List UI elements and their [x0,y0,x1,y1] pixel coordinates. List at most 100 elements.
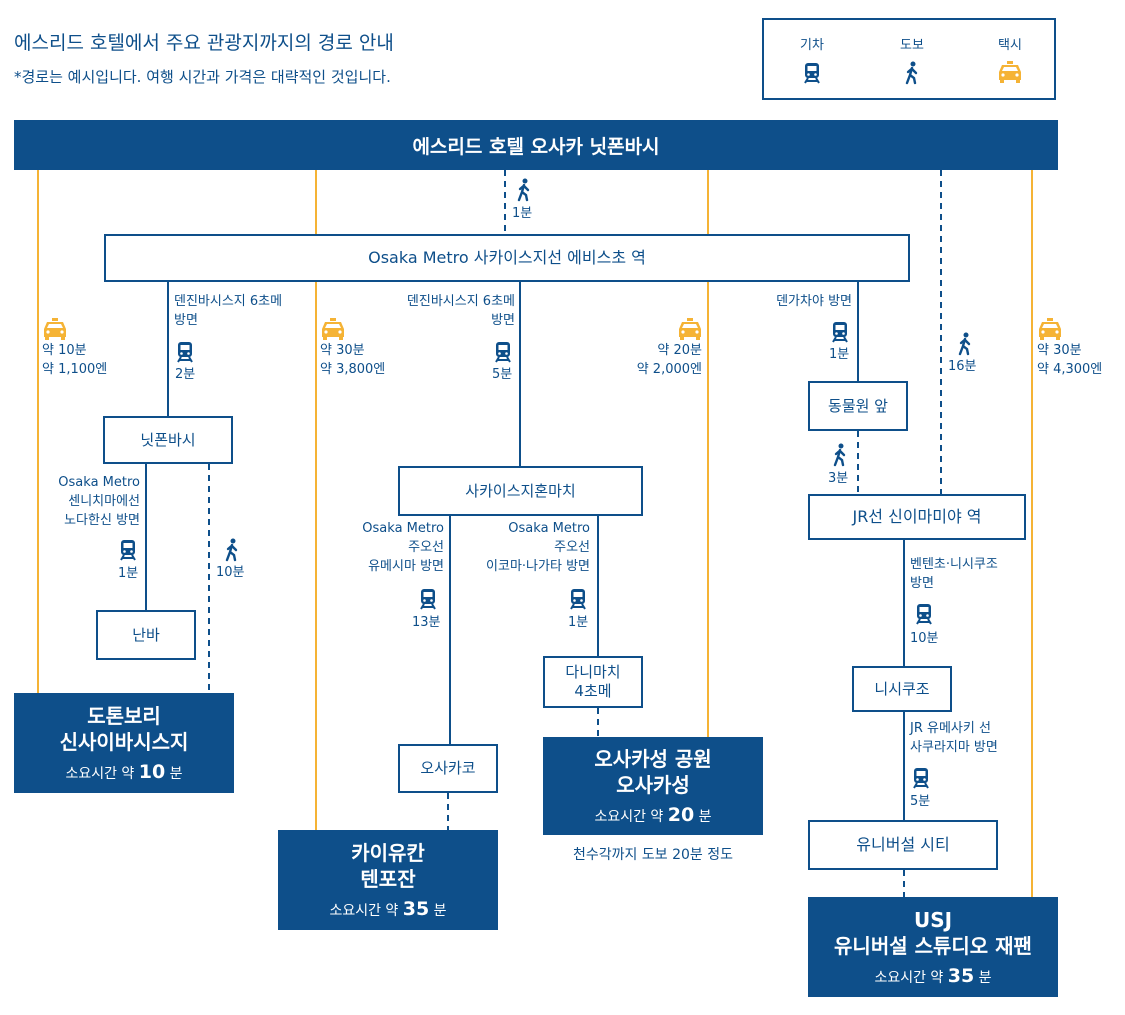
destination-time: 소요시간 약 20 분 [594,804,711,826]
time-value: 10 [138,761,166,783]
taxi-osaka-castle-info: 약 20분 약 2,000엔 [604,342,702,380]
direction-line: 방면 [174,312,198,328]
legend-train-label: 기차 [800,38,824,53]
destination-name: 유니버설 스튜디오 재팬 [834,934,1032,958]
segment-tenjin-b-time: 5분 [492,367,513,382]
taxi-time: 약 30분 [1037,343,1082,358]
taxi-price: 약 2,000엔 [636,361,702,377]
metro-station-ebisucho: Osaka Metro 사카이스지선 에비스초 역 [104,234,910,282]
time-value: 35 [402,898,430,920]
page-title: 에스리드 호텔에서 주요 관광지까지의 경로 안내 [14,32,394,54]
station-tanimachi-4chome: 다니마치 4초메 [543,656,643,708]
direction-line: 방면 [910,575,934,591]
station-namba: 난바 [96,610,196,660]
train-icon [832,322,848,343]
station-dobutsuen-mae: 동물원 앞 [808,381,908,431]
segment-sennichimae-time: 1분 [118,566,139,581]
direction-line: 노다한신 방면 [64,512,140,528]
legend-walk-label: 도보 [900,38,924,53]
time-unit: 분 [698,809,712,825]
segment-tenjin-a-direction: 덴진바시스지 6초메 방면 [174,293,282,331]
time-unit: 분 [169,766,183,782]
train-icon [495,342,511,363]
walk-hotel-metro-time: 1분 [512,206,533,221]
direction-line: 유메시마 방면 [368,558,444,574]
destination-time: 소요시간 약 35 분 [874,965,991,987]
direction-line: 주오선 [408,539,444,555]
station-name-line: 다니마치 [565,663,621,682]
walk-icon [905,61,918,85]
walk-icon [517,178,530,202]
segment-loop-direction: 벤텐초·니시쿠조 방면 [910,556,998,594]
time-value: 35 [947,965,975,987]
destination-time: 소요시간 약 35 분 [329,898,446,920]
direction-line: 덴진바시스지 6초메 [406,294,515,309]
destination-name: 도톤보리 [87,704,161,728]
destination-name: USJ [913,908,953,932]
disclaimer-note: *경로는 예시입니다. 여행 시간과 가격은 대략적인 것입니다. [14,68,391,86]
taxi-icon [322,318,344,340]
segment-tenjin-a-time: 2분 [175,367,196,382]
walk-namba-time: 10분 [216,565,245,580]
time-prefix: 소요시간 약 [65,766,135,782]
station-nishikujo: 니시쿠조 [852,666,952,712]
destination-name: 신사이바시스지 [59,730,189,754]
direction-line: 벤텐초·니시쿠조 [910,557,998,572]
train-icon [177,342,193,363]
station-sakaisuji-honmachi: 사카이스지혼마치 [398,466,643,516]
walk-icon [958,332,971,356]
hotel-banner: 에스리드 호텔 오사카 닛폰바시 [14,120,1058,170]
train-icon [916,604,932,625]
walk-hotel-jr-time: 16분 [948,359,977,374]
taxi-icon [679,318,701,340]
taxi-usj-info: 약 30분 약 4,300엔 [1037,342,1102,380]
train-icon [120,540,136,561]
direction-line: Osaka Metro [508,521,590,536]
taxi-price: 약 1,100엔 [42,361,108,377]
walk-dobutsuen-time: 3분 [828,471,849,486]
destination-name: 카이유칸 [351,841,425,865]
segment-sakurajima-time: 5분 [910,794,931,809]
taxi-icon [44,318,66,340]
legend-train: 기차 [772,34,852,85]
taxi-time: 약 30분 [320,343,365,358]
station-jr-shin-imamiya: JR선 신이마미야 역 [808,494,1026,540]
segment-chuo-east-time: 1분 [568,615,589,630]
destination-dotonbori: 도톤보리 신사이바시스지 소요시간 약 10 분 [14,693,234,793]
station-name-line: 4초메 [574,682,612,700]
segment-tenjin-b-direction: 덴진바시스지 6초메 방면 [370,293,515,331]
train-icon [913,768,929,789]
time-unit: 분 [433,903,447,919]
taxi-time: 약 10분 [42,343,87,358]
taxi-price: 약 3,800엔 [320,361,386,377]
destination-name: 텐포잔 [360,867,416,891]
direction-line: 주오선 [554,539,590,555]
segment-chuo-west-direction: Osaka Metro 주오선 유메시마 방면 [320,520,444,577]
destination-usj: USJ 유니버설 스튜디오 재팬 소요시간 약 35 분 [808,897,1058,997]
segment-chuo-west-time: 13분 [412,615,441,630]
segment-sennichimae-direction: Osaka Metro 센니치마에선 노다한신 방면 [20,474,140,531]
destination-name: 오사카성 [616,773,690,797]
segment-tenga-time: 1분 [829,347,850,362]
train-icon [420,589,436,610]
time-prefix: 소요시간 약 [594,809,664,825]
legend-walk: 도보 [872,34,952,85]
station-osakako: 오사카코 [398,744,498,793]
legend-taxi: 택시 [970,34,1050,83]
taxi-icon [1039,318,1061,340]
taxi-kaiyukan-info: 약 30분 약 3,800엔 [320,342,385,380]
time-value: 20 [667,804,695,826]
station-nipponbashi: 닛폰바시 [103,416,233,464]
direction-line: 센니치마에선 [68,493,140,509]
direction-line: 이코마·나가타 방면 [486,558,590,574]
walk-icon [225,538,238,562]
segment-sakurajima-direction: JR 유메사키 선 사쿠라지마 방면 [910,720,998,758]
destination-name: 오사카성 공원 [594,747,712,771]
segment-tenga-direction: 덴가차야 방면 [776,294,852,309]
segment-loop-time: 10분 [910,631,939,646]
segment-chuo-east-direction: Osaka Metro 주오선 이코마·나가타 방면 [440,520,590,577]
time-prefix: 소요시간 약 [874,970,944,986]
destination-osaka-castle: 오사카성 공원 오사카성 소요시간 약 20 분 [543,737,763,835]
taxi-icon [999,61,1021,83]
taxi-time: 약 20분 [657,343,702,358]
